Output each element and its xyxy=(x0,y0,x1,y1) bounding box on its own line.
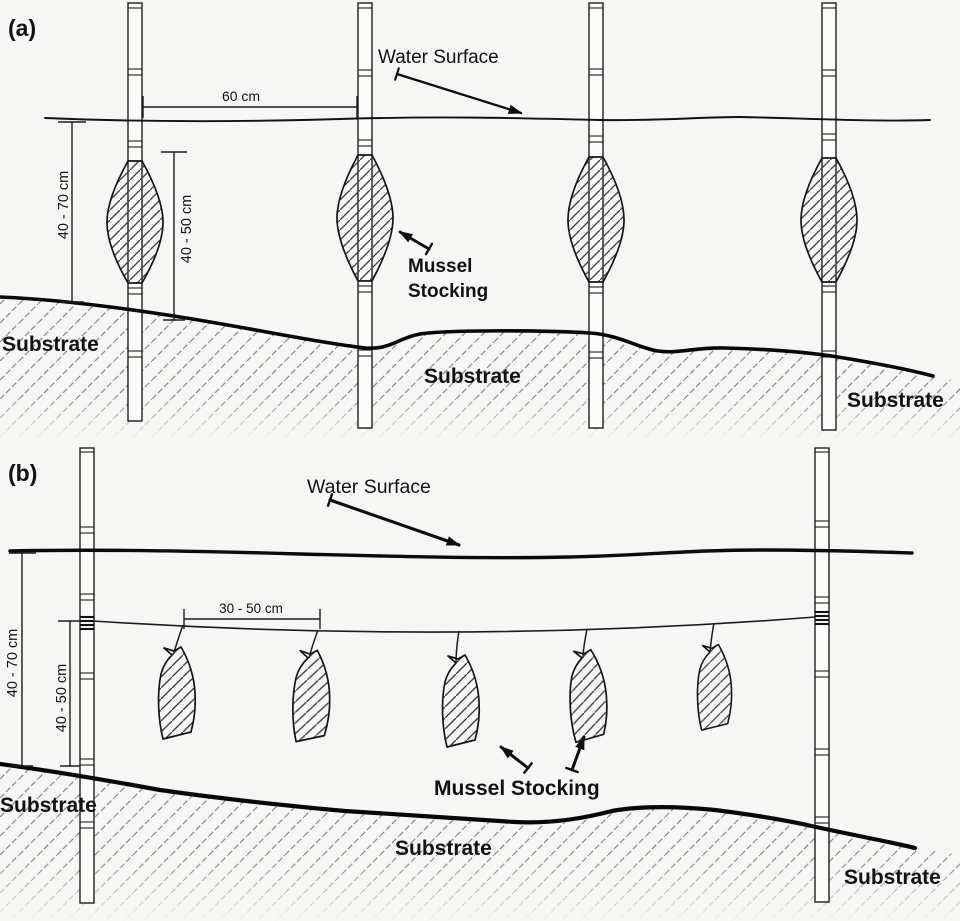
substrate-fade-b xyxy=(0,856,960,921)
stocking-length-measure-a: 40 - 50 cm xyxy=(161,151,195,321)
mussel-stocking-label-a-line1: Mussel xyxy=(408,256,472,277)
water-depth-label-a: 40 - 70 cm xyxy=(56,171,72,240)
mussel-stocking-b-5 xyxy=(696,643,733,731)
mussel-stocking-a-2 xyxy=(336,154,394,282)
substrate-line-a xyxy=(0,295,935,378)
substrate-label-b-left: Substrate xyxy=(0,794,97,817)
water-surface-arrow-b xyxy=(326,493,461,547)
substrate-label-a-left: Substrate xyxy=(2,333,99,356)
mussel-stocking-arrow-b-1 xyxy=(499,745,533,774)
mussel-stocking-b-1 xyxy=(157,646,197,740)
stocking-depth-measure-b: 40 - 50 cm xyxy=(54,620,82,767)
water-depth-measure-a: 40 - 70 cm xyxy=(56,121,86,303)
panel-b: 30 - 50 cm 40 - 70 cm 40 - 50 cm Water S… xyxy=(0,447,960,921)
mussel-stocking-a-4 xyxy=(800,157,858,283)
water-depth-measure-b: 40 - 70 cm xyxy=(5,552,36,767)
stocking-depth-label-b: 40 - 50 cm xyxy=(54,664,70,733)
panel-a-tag: (a) xyxy=(8,15,36,41)
pole-body xyxy=(79,447,95,904)
pole-body xyxy=(814,447,830,903)
water-surface-line-a xyxy=(44,116,931,123)
substrate-line-b xyxy=(0,761,918,851)
mussel-stocking-b-3 xyxy=(441,654,481,748)
pole-spacing-label: 60 cm xyxy=(222,88,260,104)
stocking-spacing-label: 30 - 50 cm xyxy=(219,601,283,616)
substrate-fade-a xyxy=(0,394,960,442)
water-surface-line-b xyxy=(8,548,914,560)
pole-spacing-measure: 60 cm xyxy=(142,88,358,118)
mussel-stocking-b-4 xyxy=(569,648,608,744)
mussel-stocking-b-2 xyxy=(292,649,331,743)
mussel-stocking-a-1 xyxy=(106,160,164,284)
mussel-stocking-arrow-a xyxy=(398,230,434,256)
pole-b-right xyxy=(814,447,830,903)
substrate-label-b-right: Substrate xyxy=(844,866,941,889)
water-surface-label-a: Water Surface xyxy=(378,47,499,68)
panel-b-tag: (b) xyxy=(8,460,37,486)
substrate-label-a-middle: Substrate xyxy=(424,365,521,388)
mussel-stocking-label-b: Mussel Stocking xyxy=(434,777,600,800)
stocking-spacing-measure: 30 - 50 cm xyxy=(183,601,321,629)
water-surface-label-b: Water Surface xyxy=(307,476,431,498)
stocking-length-label-a: 40 - 50 cm xyxy=(179,195,195,264)
panel-a: 60 cm 40 - 70 cm 40 - 50 cm Water Surfac… xyxy=(0,2,960,442)
pole-b-left xyxy=(79,447,95,904)
substrate-label-a-right: Substrate xyxy=(847,389,944,412)
mussel-stocking-a-3 xyxy=(567,156,625,283)
water-surface-arrow-a xyxy=(394,67,523,115)
substrate-label-b-middle: Substrate xyxy=(395,837,492,860)
water-depth-label-b: 40 - 70 cm xyxy=(5,629,21,698)
mussel-stocking-arrow-b-2 xyxy=(565,735,586,774)
mussel-stocking-label-a-line2: Stocking xyxy=(408,281,488,302)
